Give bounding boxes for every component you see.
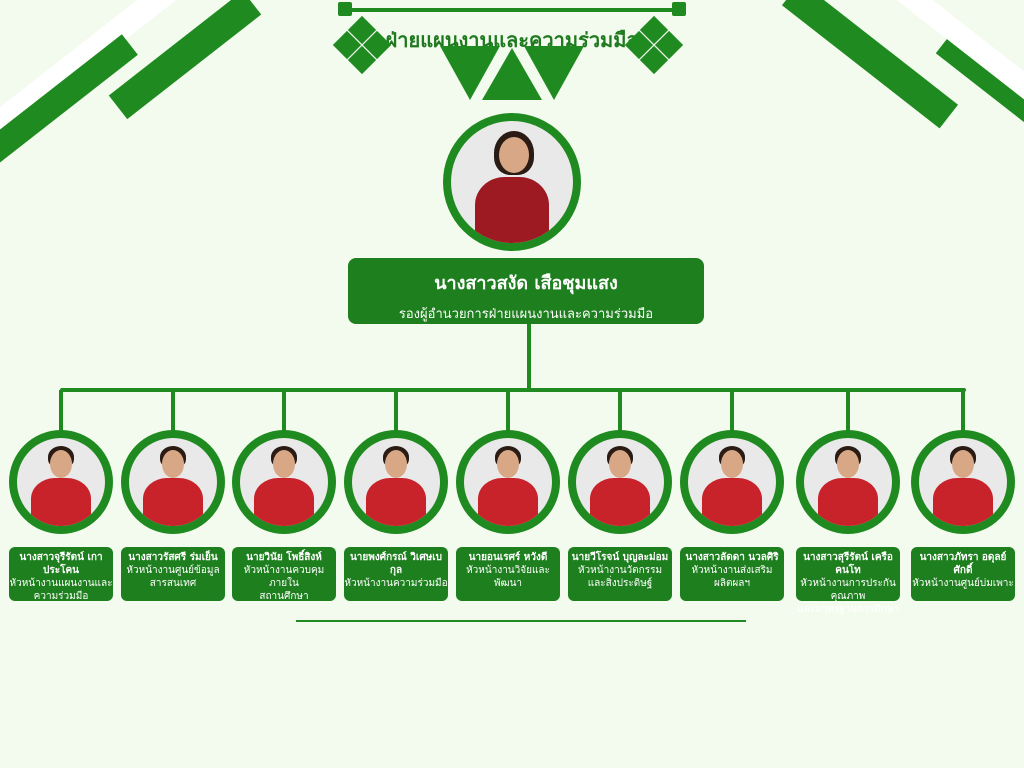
staff-card: นางสาวรัสศรี ร่มเย็นหัวหน้างานศูนย์ข้อมู… [121, 547, 225, 601]
staff-name: นางสาวสุรีรัตน์ เครือคนโท [803, 552, 893, 576]
staff-connector [282, 390, 286, 434]
staff-role-line-1: หัวหน้างานวัตกรรม [577, 565, 663, 576]
staff-role-line-1: หัวหน้างานแผนงานและ [9, 578, 113, 589]
staff-connector [59, 390, 63, 434]
title-triangle-right [524, 46, 584, 100]
staff-avatar [232, 430, 336, 534]
staff-role-line-1: หัวหน้างานศูนย์บ่มเพาะ [912, 578, 1014, 589]
staff-role-line-1: หัวหน้างานการประกันคุณภาพ [800, 578, 896, 602]
trunk-line [527, 324, 531, 390]
title-rule [338, 2, 686, 16]
staff-avatar [911, 430, 1015, 534]
staff-connector [618, 390, 622, 434]
diamond-cluster-left [332, 15, 395, 78]
diamond-cluster-right [624, 15, 687, 78]
head-info-box: นางสาวสงัด เสือชุมแสง รองผู้อำนวยการฝ่าย… [348, 258, 704, 324]
staff-card: นางสาวภัทรา อดุลย์ศักดิ์หัวหน้างานศูนย์บ… [911, 547, 1015, 601]
staff-connector [506, 390, 510, 434]
staff-avatar [568, 430, 672, 534]
staff-name: นายวินัย โพธิ์สิงห์ [246, 552, 322, 563]
staff-role-line-2: สถานศึกษา [259, 591, 309, 602]
staff-name: นางสาวลัดดา นวลศิริ [685, 552, 779, 563]
staff-connector [961, 390, 965, 434]
staff-connector [846, 390, 850, 434]
head-role: รองผู้อำนวยการฝ่ายแผนงานและความร่วมมือ [398, 307, 654, 322]
staff-avatar [680, 430, 784, 534]
staff-name: นางสาวภัทรา อดุลย์ศักดิ์ [919, 552, 1007, 576]
staff-card: นายวินัย โพธิ์สิงห์หัวหน้างานควบคุมภายใน… [232, 547, 336, 602]
staff-card: นายวีโรจน์ บุญละม่อมหัวหน้างานวัตกรรมและ… [568, 547, 672, 601]
staff-role-line-1: หัวหน้างานความร่วมมือ [344, 578, 448, 589]
staff-avatar [121, 430, 225, 534]
staff-connector [171, 390, 175, 434]
staff-card: นายพงศ์กรณ์ วิเศษเบกุลหัวหน้างานความร่วม… [344, 547, 448, 601]
staff-connector [394, 390, 398, 434]
staff-name: นายอนเรศร์ หวังดี [468, 552, 548, 563]
staff-avatar [796, 430, 900, 534]
staff-role-line-1: หัวหน้างานควบคุมภายใน [243, 565, 325, 589]
staff-role-line-2: สารสนเทศ [149, 578, 197, 589]
staff-avatar [344, 430, 448, 534]
staff-name: นายวีโรจน์ บุญละม่อม [571, 552, 669, 563]
title-ornament: ฝ่ายแผนงานและความร่วมมือ [338, 2, 686, 106]
staff-avatar [9, 430, 113, 534]
staff-card: นางสาวจุรีรัตน์ เกาประโคนหัวหน้างานแผนงา… [9, 547, 113, 602]
staff-name: นางสาวรัสศรี ร่มเย็น [128, 552, 218, 563]
staff-avatar [456, 430, 560, 534]
staff-card: นางสาวสุรีรัตน์ เครือคนโทหัวหน้างานการปร… [796, 547, 900, 615]
staff-connector [730, 390, 734, 434]
head-avatar [443, 113, 581, 251]
bottom-divider [296, 620, 746, 622]
staff-role-line-2: ความร่วมมือ [33, 591, 89, 602]
staff-card: นายอนเรศร์ หวังดีหัวหน้างานวิจัยและพัฒนา [456, 547, 560, 601]
staff-role-line-1: หัวหน้างานส่งเสริม [691, 565, 773, 576]
staff-role-line-1: หัวหน้างานศูนย์ข้อมูล [126, 565, 220, 576]
staff-role-line-2: และมาตรฐานการศึกษา [797, 604, 899, 615]
staff-role-line-2: และสิ่งประดิษฐ์ [587, 578, 653, 589]
branch-line [60, 388, 966, 392]
staff-name: นางสาวจุรีรัตน์ เกาประโคน [19, 552, 103, 576]
staff-role-line-1: หัวหน้างานวิจัยและพัฒนา [466, 565, 550, 589]
head-name: นางสาวสงัด เสือชุมแสง [434, 273, 618, 294]
staff-card: นางสาวลัดดา นวลศิริหัวหน้างานส่งเสริมผลิ… [680, 547, 784, 601]
staff-role-line-2: ผลิตผลฯ [713, 578, 751, 589]
staff-name: นายพงศ์กรณ์ วิเศษเบกุล [349, 552, 443, 576]
